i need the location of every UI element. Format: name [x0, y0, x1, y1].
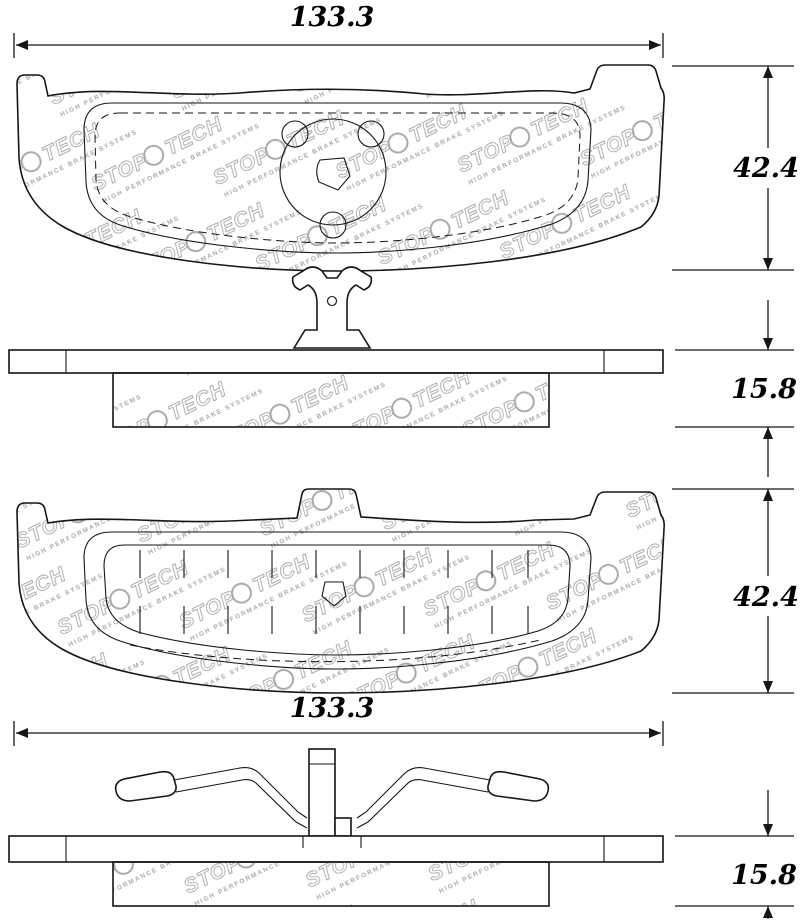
dim-height-top-label: 42.4: [733, 153, 799, 184]
friction-material-edge: [112, 861, 550, 907]
dim-thickness-top-label: 15.8: [731, 374, 797, 405]
dim-width-bottom-label: 133.3: [290, 693, 375, 724]
hub-circle: [279, 118, 387, 226]
retaining-clip-outline: [291, 266, 373, 349]
spring-right-arm: [356, 767, 491, 819]
dim-height-bottom-label: 42.4: [733, 582, 799, 613]
spring-left-arm: [175, 779, 308, 829]
backing-plate-edge: [8, 835, 664, 863]
dim-height-top: 42.4: [672, 65, 799, 271]
dim-width-bottom: 133.3: [13, 693, 664, 746]
hub-lobe: [357, 120, 385, 148]
spring-left-foot: [114, 770, 177, 802]
retaining-clip-hole: [326, 295, 338, 307]
dim-thickness-bottom: 15.8: [675, 790, 797, 919]
friction-material-edge: [112, 372, 550, 428]
pad-front-view: [16, 64, 665, 272]
hub-center-cutout: [316, 157, 351, 191]
spring-right-foot: [487, 770, 550, 802]
friction-surface-outline: [83, 102, 592, 254]
dim-height-bottom: 42.4: [672, 488, 799, 694]
backing-plate-outline: [16, 488, 665, 694]
pad-side-view-top: [8, 349, 664, 428]
shim-plate-outline: [103, 544, 571, 656]
retaining-clip: [291, 266, 373, 349]
hub-lobe: [281, 120, 309, 148]
backing-plate-edge: [8, 349, 664, 374]
spring-left-arm: [173, 767, 308, 819]
dim-width-top: 133.3: [13, 2, 664, 58]
center-post: [308, 748, 336, 837]
pad-back-view: [16, 488, 665, 694]
hardware-side-view-bottom: [8, 748, 664, 907]
hub-lobe: [319, 211, 347, 239]
dim-width-top-label: 133.3: [290, 2, 375, 33]
shim-center-cutout: [321, 581, 347, 607]
backing-plate-outline: [16, 64, 665, 272]
spring-right-arm: [356, 779, 489, 829]
dim-thickness-top: 15.8: [675, 300, 797, 477]
shim-slots: [139, 550, 529, 634]
shim-outer-outline: [83, 531, 592, 670]
center-post-tab: [334, 817, 352, 837]
dim-thickness-bottom-label: 15.8: [731, 860, 797, 891]
